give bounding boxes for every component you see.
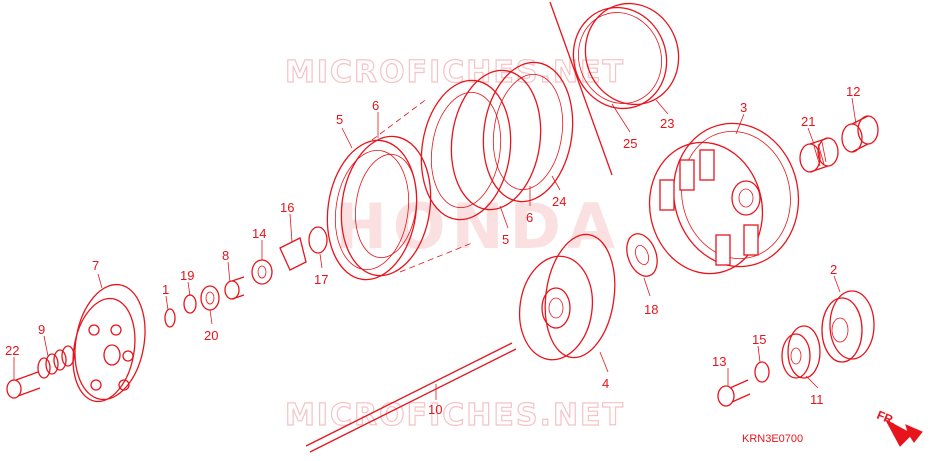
part-lifter-piece[interactable]	[224, 276, 245, 300]
callout-11[interactable]: 11	[810, 392, 824, 407]
callout-17[interactable]: 17	[314, 272, 328, 287]
callout-19[interactable]: 19	[180, 268, 194, 283]
callout-18[interactable]: 18	[644, 302, 658, 317]
callout-14[interactable]: 14	[252, 226, 266, 241]
callout-6-right[interactable]: 6	[526, 210, 533, 225]
callout-1[interactable]: 1	[162, 282, 169, 297]
callout-21[interactable]: 21	[801, 114, 815, 129]
diagram-code: KRN3E0700	[742, 433, 803, 445]
separator-line	[549, 1, 613, 176]
callout-3[interactable]: 3	[740, 100, 747, 115]
callout-15[interactable]: 15	[752, 332, 766, 347]
callout-9[interactable]: 9	[38, 322, 45, 337]
callout-5-left[interactable]: 5	[336, 112, 343, 127]
callout-8[interactable]: 8	[222, 248, 229, 263]
front-label: FR.	[875, 408, 898, 428]
callout-5-right[interactable]: 5	[502, 232, 509, 247]
callout-20[interactable]: 20	[204, 328, 218, 343]
part-push-rod[interactable]	[305, 342, 517, 453]
part-washer-17[interactable]	[308, 226, 328, 254]
part-clutch-outer[interactable]	[638, 112, 812, 285]
part-bearing-20[interactable]	[200, 285, 220, 311]
part-circlip[interactable]	[164, 308, 176, 328]
part-collar[interactable]	[841, 115, 879, 153]
watermark-top: MICROFICHES.NET	[285, 55, 625, 90]
callout-7[interactable]: 7	[92, 258, 99, 273]
callout-24[interactable]: 24	[552, 194, 566, 209]
part-bolt-13[interactable]	[717, 379, 751, 407]
callout-12[interactable]: 12	[846, 84, 860, 99]
callout-4[interactable]: 4	[602, 376, 609, 391]
front-arrow-icon	[884, 418, 923, 447]
callout-6-left[interactable]: 6	[372, 98, 379, 113]
part-gear-11[interactable]	[781, 325, 821, 379]
part-clutch-center[interactable]	[513, 230, 622, 365]
callout-2[interactable]: 2	[830, 262, 837, 277]
part-lock-washer[interactable]	[279, 237, 307, 271]
watermark-bottom: MICROFICHES.NET	[285, 398, 625, 433]
leader-lines	[13, 97, 857, 400]
part-lifter-plate[interactable]	[65, 279, 153, 406]
part-spring[interactable]	[37, 345, 75, 379]
part-bolt-22[interactable]	[6, 371, 41, 399]
part-gear-2[interactable]	[821, 290, 875, 363]
part-o-ring[interactable]	[559, 0, 692, 122]
part-washer-19[interactable]	[183, 294, 197, 314]
part-nut[interactable]	[251, 259, 273, 285]
part-washer-18[interactable]	[621, 230, 662, 281]
callout-23[interactable]: 23	[660, 116, 674, 131]
callout-16[interactable]: 16	[280, 200, 294, 215]
part-clutch-disc-right[interactable]	[413, 57, 582, 226]
part-washer-15[interactable]	[754, 361, 770, 383]
part-needle-bearing[interactable]	[799, 137, 839, 173]
watermark-center: HONDA	[335, 190, 621, 263]
part-clutch-disc-left[interactable]	[319, 131, 440, 286]
callout-25[interactable]: 25	[623, 136, 637, 151]
callout-13[interactable]: 13	[712, 354, 726, 369]
callout-22[interactable]: 22	[5, 343, 19, 358]
callout-10[interactable]: 10	[428, 402, 442, 417]
